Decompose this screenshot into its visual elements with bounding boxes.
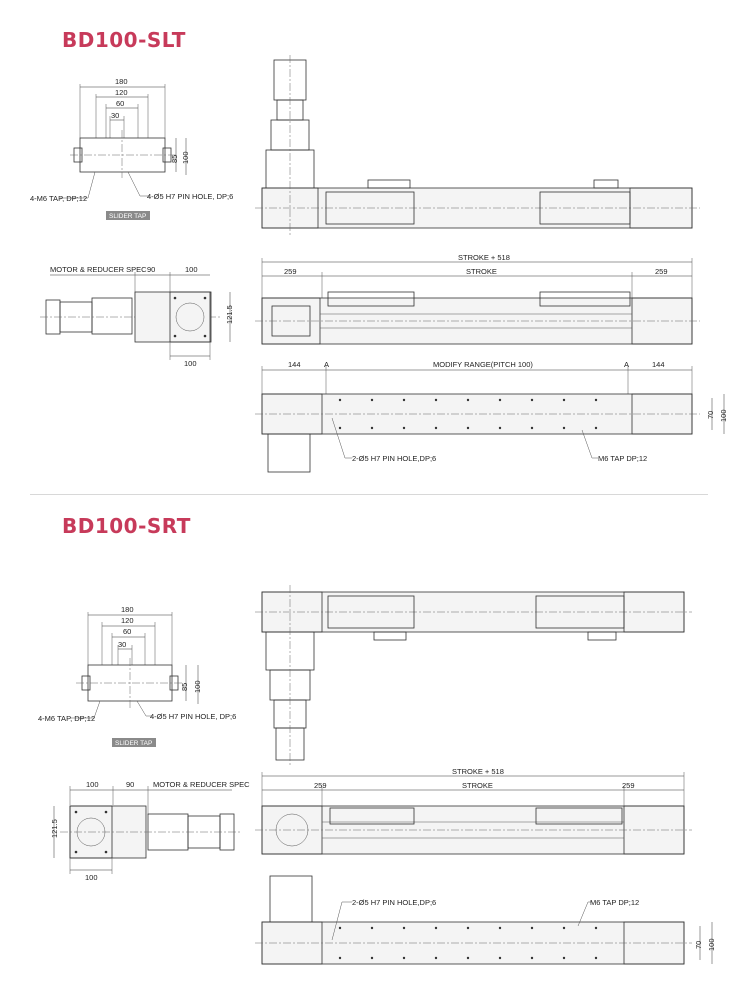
srt-side-dim-90: 90 bbox=[126, 780, 134, 789]
srt-front-tap-label: 4-M6 TAP, DP;12 bbox=[38, 714, 95, 723]
slt-bottom-dim-100: 100 bbox=[719, 409, 728, 422]
slt-bottom-modify-range: MODIFY RANGE(PITCH 100) bbox=[433, 360, 533, 369]
srt-side-view: 100 90 MOTOR & REDUCER SPEC 121.5 100 bbox=[50, 780, 250, 882]
srt-bottom-view: 2-Ø5 H7 PIN HOLE,DP;6 M6 TAP DP;12 70 10… bbox=[255, 875, 716, 965]
srt-front-dim-120: 120 bbox=[121, 616, 134, 625]
srt-bottom-pin-label: 2-Ø5 H7 PIN HOLE,DP;6 bbox=[352, 898, 436, 907]
srt-front-pin-label: 4-Ø5 H7 PIN HOLE, DP;6 bbox=[150, 712, 236, 721]
slt-top-view: STROKE + 518 259 STROKE 259 bbox=[255, 253, 700, 345]
srt-top-stroke-518: STROKE + 518 bbox=[452, 767, 504, 776]
srt-slider-tap-badge: SLIDER TAP bbox=[115, 740, 152, 747]
slt-bottom-dim-144-left: 144 bbox=[288, 360, 301, 369]
slt-side-view: MOTOR & REDUCER SPEC 90 100 121.5 100 bbox=[40, 265, 234, 368]
slt-front-pin-label: 4-Ø5 H7 PIN HOLE, DP;6 bbox=[147, 192, 233, 201]
slt-front-view: 180 120 60 30 85 100 4-M6 TAP, DP;12 4-Ø… bbox=[30, 77, 233, 220]
slt-front-dim-180: 180 bbox=[115, 77, 128, 86]
slt-upper-view bbox=[255, 55, 700, 235]
srt-front-view: 180 120 60 30 85 100 4-M6 TAP, DP;12 4-Ø… bbox=[38, 605, 236, 747]
slt-side-dim-100-bot: 100 bbox=[184, 359, 197, 368]
slt-top-right-259: 259 bbox=[655, 267, 668, 276]
slt-side-dim-100-top: 100 bbox=[185, 265, 198, 274]
srt-bottom-tap-label: M6 TAP DP;12 bbox=[590, 898, 639, 907]
slt-top-stroke: STROKE bbox=[466, 267, 497, 276]
slt-front-dim-60: 60 bbox=[116, 99, 124, 108]
srt-upper-view bbox=[255, 585, 692, 765]
slt-front-dim-120: 120 bbox=[115, 88, 128, 97]
slt-bottom-view: 144 A MODIFY RANGE(PITCH 100) A 144 70 1… bbox=[255, 360, 728, 473]
slt-front-dim-85: 85 bbox=[170, 155, 179, 163]
srt-front-dim-60: 60 bbox=[123, 627, 131, 636]
srt-side-dim-100-bot: 100 bbox=[85, 873, 98, 882]
srt-top-view: STROKE + 518 259 STROKE 259 bbox=[255, 767, 692, 855]
section-divider bbox=[30, 494, 708, 495]
slt-front-tap-label: 4-M6 TAP, DP;12 bbox=[30, 194, 87, 203]
slt-side-dim-90: 90 bbox=[147, 265, 155, 274]
srt-bottom-dim-100: 100 bbox=[707, 938, 716, 951]
slt-front-dim-100: 100 bbox=[181, 151, 190, 164]
section-title-srt: BD100-SRT bbox=[62, 514, 191, 538]
srt-side-dim-100-top: 100 bbox=[86, 780, 99, 789]
slt-top-stroke-518: STROKE + 518 bbox=[458, 253, 510, 262]
slt-slider-tap-badge: SLIDER TAP bbox=[109, 213, 146, 220]
slt-bottom-pin-label: 2-Ø5 H7 PIN HOLE,DP;6 bbox=[352, 454, 436, 463]
srt-side-dim-121-5: 121.5 bbox=[50, 819, 59, 838]
slt-bottom-tap-label: M6 TAP DP;12 bbox=[598, 454, 647, 463]
slt-side-motor-label: MOTOR & REDUCER SPEC bbox=[50, 265, 147, 274]
slt-bottom-mark-a2: A bbox=[624, 360, 629, 369]
slt-side-dim-121-5: 121.5 bbox=[225, 305, 234, 324]
srt-front-dim-85: 85 bbox=[180, 683, 189, 691]
slt-bottom-dim-70: 70 bbox=[706, 411, 715, 419]
srt-front-dim-30: 30 bbox=[118, 640, 126, 649]
srt-side-motor-label: MOTOR & REDUCER SPEC bbox=[153, 780, 250, 789]
section-title-slt: BD100-SLT bbox=[62, 28, 186, 52]
srt-bottom-dim-70: 70 bbox=[694, 941, 703, 949]
srt-top-left-259: 259 bbox=[314, 781, 327, 790]
srt-top-right-259: 259 bbox=[622, 781, 635, 790]
slt-bottom-mark-a1: A bbox=[324, 360, 329, 369]
srt-front-dim-100: 100 bbox=[193, 680, 202, 693]
srt-top-stroke: STROKE bbox=[462, 781, 493, 790]
srt-front-dim-180: 180 bbox=[121, 605, 134, 614]
slt-top-left-259: 259 bbox=[284, 267, 297, 276]
slt-front-dim-30: 30 bbox=[111, 111, 119, 120]
slt-bottom-dim-144-right: 144 bbox=[652, 360, 665, 369]
